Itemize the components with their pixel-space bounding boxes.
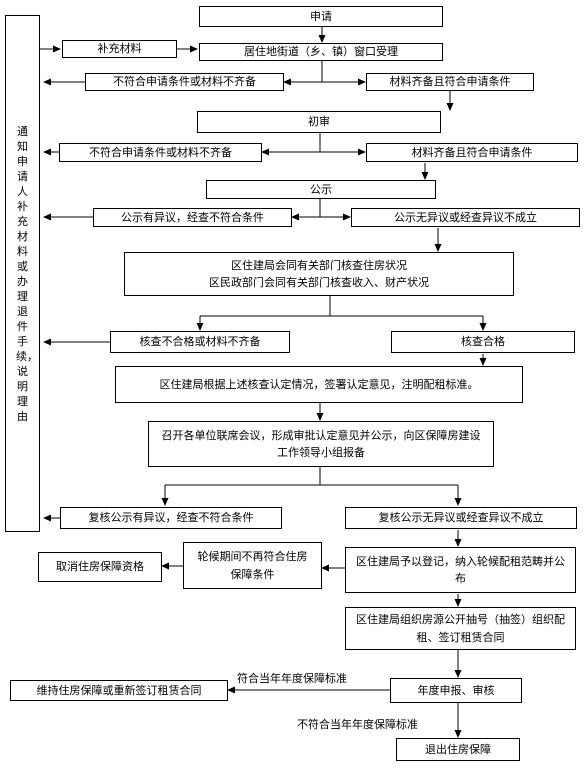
lottery-box: 区住建局组织房源公开抽号（抽签）组织配租、签订租赁合同	[345, 607, 576, 650]
prelim-ok-box: 材料齐备且符合申请条件	[366, 143, 578, 162]
meets-annual-label: 符合当年年度保障标准	[237, 672, 347, 685]
exit-box: 退出住房保障	[396, 738, 520, 761]
cancel-qualification-box: 取消住房保障资格	[38, 552, 162, 582]
prelim-box: 初审	[197, 111, 441, 133]
joint-check-box: 区住建局会同有关部门核查住房状况 区民政部门会同有关部门核查收入、财产状况	[124, 252, 514, 296]
supplement-box: 补充材料	[62, 40, 177, 58]
register-waiting-box: 区住建局予以登记，纳入轮候配租范畴并公布	[345, 547, 576, 593]
not-meets-annual-label: 不符合当年年度保障标准	[297, 718, 418, 731]
check-fail-box: 核查不合格或材料不齐备	[110, 331, 290, 353]
prelim-fail-box: 不符合申请条件或材料不齐备	[59, 143, 262, 162]
annual-report-box: 年度申报、审核	[390, 678, 522, 703]
review-objection-box: 复核公示有异议，经查不符合条件	[60, 507, 282, 529]
window-accept-box: 居住地街道（乡、镇）窗口受理	[199, 43, 443, 61]
check-ok-box: 核查合格	[391, 331, 575, 353]
joint-check-line1: 区住建局会同有关部门核查住房状况	[231, 258, 407, 272]
waiting-ineligible-box: 轮候期间不再符合住房保障条件	[183, 542, 322, 589]
housing-bureau-opinion-box: 区住建局根据上述核查认定情况，签署认定意见，注明配租标准。	[115, 366, 523, 403]
joint-check-line2: 区民政部门会同有关部门核查收入、财产状况	[209, 276, 429, 289]
accept-fail-box: 不符合申请条件或材料不齐备	[85, 73, 284, 91]
publicity-box: 公示	[206, 180, 436, 199]
apply-box: 申请	[199, 6, 443, 27]
publicity-ok-box: 公示无异议或经查异议不成立	[351, 208, 580, 227]
review-ok-box: 复核公示无异议或经查异议不成立	[345, 507, 577, 529]
maintain-box: 维持住房保障或重新签订租赁合同	[10, 680, 228, 701]
accept-ok-box: 材料齐备且符合申请条件	[366, 73, 534, 91]
notice-applicant-text: 通知申请人补充材料或办理退件手续，说明理由	[16, 124, 38, 423]
notice-applicant-box: 通知申请人补充材料或办理退件手续，说明理由	[5, 15, 40, 532]
joint-meeting-box: 召开各单位联席会议，形成审批认定意见并公示，向区保障房建设工作领导小组报备	[148, 421, 494, 467]
publicity-objection-box: 公示有异议，经查不符合条件	[93, 208, 292, 227]
